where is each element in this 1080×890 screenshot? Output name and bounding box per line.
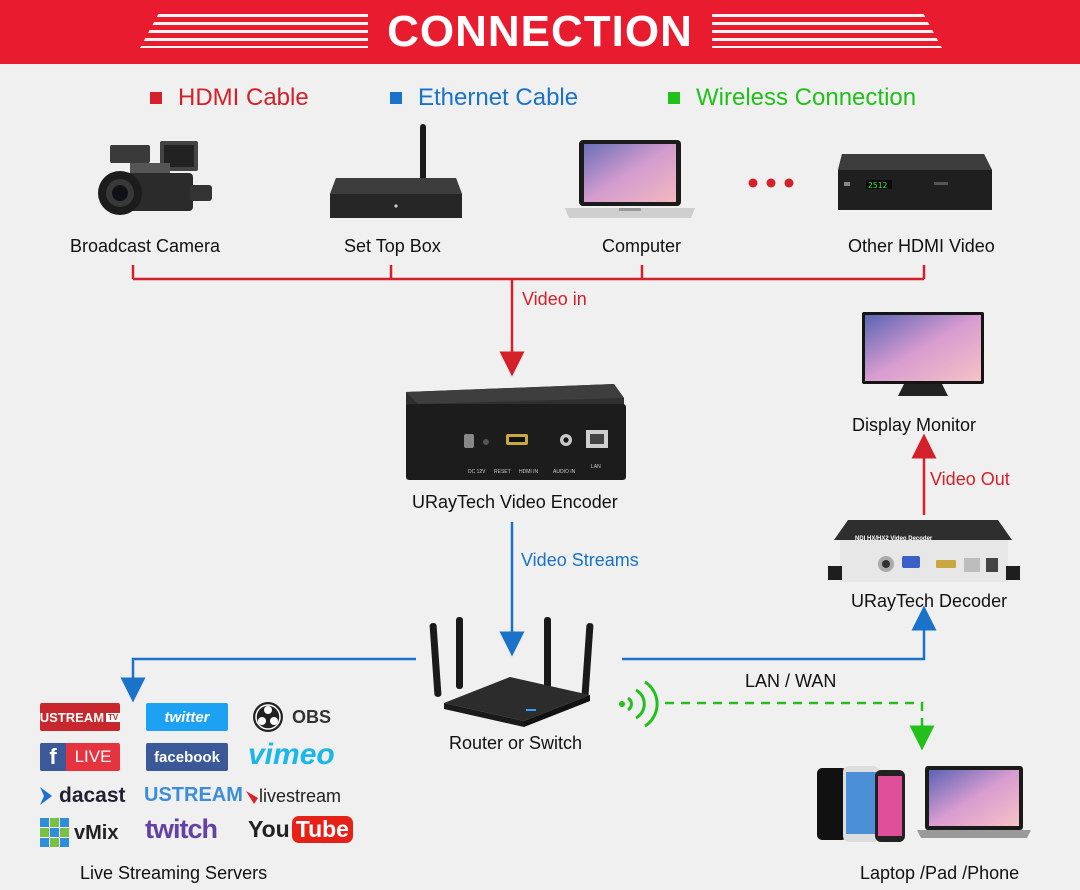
computer-label: Computer (602, 236, 682, 256)
livestream-icon (246, 790, 258, 804)
youtube-you-text: You (248, 816, 290, 842)
port-audio: AUDIO IN (553, 469, 576, 475)
obs-icon (253, 702, 283, 732)
vimeo-logo: vimeo (248, 738, 335, 771)
obs-logo: OBS (252, 700, 352, 734)
hdmi-bus (131, 265, 937, 515)
video-streams-label: Video Streams (521, 550, 639, 570)
dacast-icon (40, 787, 52, 805)
page-title: CONNECTION (368, 6, 712, 58)
set-top-box-icon (330, 124, 462, 218)
legend-hdmi-label: HDMI Cable (178, 84, 309, 111)
video-out-label: Video Out (930, 469, 1010, 489)
ustream-tv-logo: USTREAM TV (40, 703, 120, 731)
port-hdmi: HDMI IN (519, 469, 539, 475)
lan-wan-label: LAN / WAN (745, 671, 837, 691)
livestream-text: livestream (259, 786, 342, 806)
facebook-text: facebook (154, 748, 220, 766)
facebook-logo: facebook (146, 743, 228, 771)
ethernet-lines (120, 522, 937, 703)
clients-label: Laptop /Pad /Phone (860, 863, 1020, 883)
facebook-live-logo: f LIVE (40, 743, 120, 771)
twitter-logo: twitter (146, 703, 228, 731)
twitch-logo: twitch (145, 814, 218, 844)
livestream-logo: livestream (245, 786, 341, 807)
set-top-box-label: Set Top Box (344, 236, 441, 256)
banner-stripes-right (712, 14, 942, 48)
encoder-device-icon (406, 384, 626, 480)
legend-hdmi: HDMI Cable (150, 84, 309, 112)
camera-icon (98, 141, 212, 215)
ethernet-swatch-icon (390, 92, 402, 104)
vmix-text: vMix (74, 821, 119, 844)
legend-ethernet: Ethernet Cable (390, 84, 578, 112)
header-banner: CONNECTION (0, 0, 1080, 64)
twitter-text: twitter (164, 708, 210, 726)
other-hdmi-label: Other HDMI Video (848, 236, 995, 256)
youtube-tube-text: Tube (291, 816, 353, 843)
decoder-title-text: NDI HX/HX2 Video Decoder (855, 536, 933, 542)
hdmi-swatch-icon (150, 92, 162, 104)
port-dc: DC 12V (468, 469, 486, 475)
monitor-label: Display Monitor (852, 415, 977, 435)
decoder-device-icon (828, 520, 1020, 582)
encoder-label: URayTech Video Encoder (412, 492, 618, 512)
laptop-icon (565, 140, 695, 218)
banner-stripes-left (140, 14, 370, 48)
media-player-icon: 2512 (838, 154, 992, 210)
router-label: Router or Switch (449, 733, 583, 753)
svg-text:2512: 2512 (868, 181, 887, 190)
vmix-logo: vMix (40, 818, 118, 848)
servers-label: Live Streaming Servers (80, 863, 268, 883)
decoder-label: URayTech Decoder (851, 591, 1008, 611)
fb-live-text: LIVE (74, 747, 112, 766)
obs-text: OBS (292, 706, 332, 727)
dacast-logo: dacast (38, 784, 126, 808)
camera-label: Broadcast Camera (70, 236, 221, 256)
tv-badge: TV (106, 712, 120, 722)
legend-wireless-label: Wireless Connection (696, 84, 917, 111)
port-lan: LAN (591, 464, 601, 470)
vmix-icon (40, 818, 69, 847)
legend-ethernet-label: Ethernet Cable (418, 84, 579, 111)
more-dots-icon (748, 178, 794, 188)
video-in-label: Video in (522, 289, 587, 309)
wireless-line (619, 680, 935, 751)
port-reset: RESET (494, 469, 511, 475)
ustream-tv-text: USTREAM (40, 709, 105, 725)
monitor-icon (862, 312, 984, 396)
clients-devices-icon (817, 766, 1031, 842)
router-icon (429, 617, 594, 727)
facebook-f-icon: f (40, 743, 66, 771)
dacast-text: dacast (59, 784, 126, 807)
wireless-swatch-icon (668, 92, 680, 104)
youtube-logo: You Tube (248, 816, 353, 843)
ustream-logo: USTREAM (144, 784, 243, 806)
legend-wireless: Wireless Connection (668, 84, 916, 112)
